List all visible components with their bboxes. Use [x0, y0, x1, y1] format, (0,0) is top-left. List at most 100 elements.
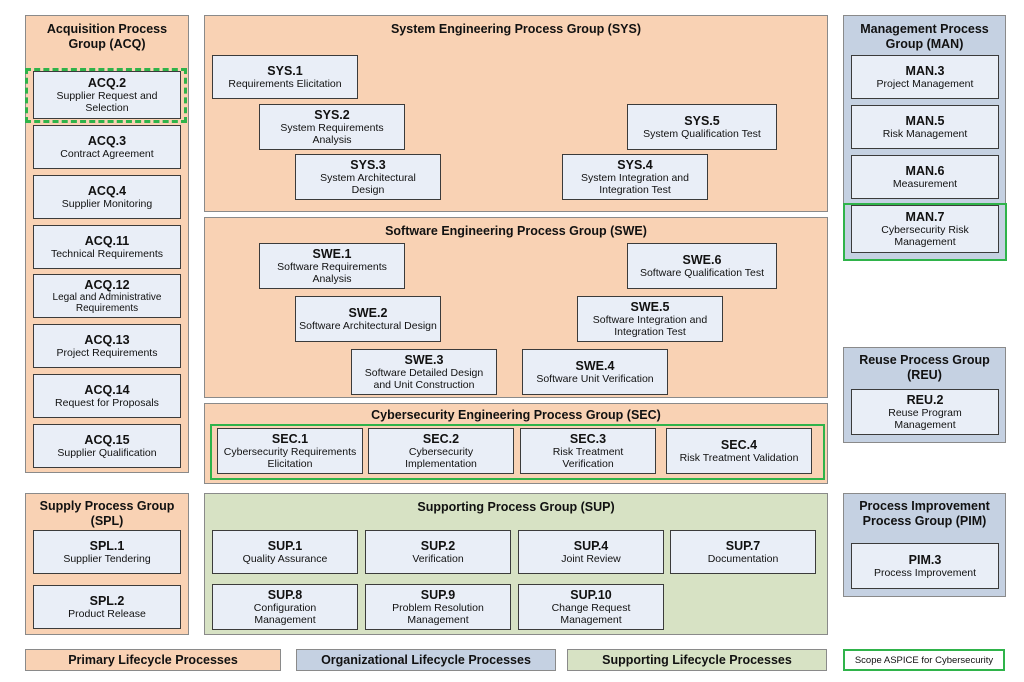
process-name: System Qualification Test	[643, 128, 761, 140]
process-name: Software Architectural Design	[299, 320, 437, 332]
process-name: Software Requirements Analysis	[277, 261, 387, 285]
process-code: MAN.6	[905, 164, 945, 178]
process-name: Supplier Qualification	[57, 447, 157, 459]
process-name: Project Management	[876, 78, 974, 90]
process-name: Configuration Management	[253, 602, 317, 626]
process-name: Software Qualification Test	[639, 267, 765, 279]
process-code: SEC.4	[720, 438, 758, 452]
process-code: SUP.1	[267, 539, 303, 553]
process-code: ACQ.3	[87, 134, 127, 148]
process-name: Project Requirements	[56, 347, 158, 359]
legend-primary: Primary Lifecycle Processes	[25, 649, 281, 671]
process-code: SEC.2	[422, 432, 460, 446]
legend-scope: Scope ASPICE for Cybersecurity	[843, 649, 1005, 671]
process-name: Supplier Monitoring	[61, 198, 153, 210]
process-code: ACQ.12	[84, 278, 130, 292]
process-name: System Integration and Integration Test	[581, 172, 689, 196]
sec-group-title: Cybersecurity Engineering Process Group …	[371, 408, 661, 422]
process-name: Software Detailed Design and Unit Constr…	[364, 367, 484, 391]
process-name: Software Integration and Integration Tes…	[592, 314, 708, 338]
process-name: Supplier Tendering	[63, 553, 151, 565]
process-code: ACQ.2	[87, 76, 127, 90]
process-name: Requirements Elicitation	[228, 78, 342, 90]
process-code: SWE.1	[312, 247, 352, 261]
process-name: Request for Proposals	[55, 397, 159, 409]
process-name: Risk Treatment Validation	[679, 452, 799, 464]
process-name: Supplier Request and Selection	[56, 90, 158, 114]
process-name: Change Request Management	[551, 602, 631, 626]
process-code: ACQ.15	[84, 433, 130, 447]
process-code: SUP.2	[420, 539, 456, 553]
process-name: Risk Management	[882, 128, 968, 140]
scope-highlight-sec	[210, 424, 825, 480]
process-code: SUP.4	[573, 539, 609, 553]
process-code: SWE.3	[404, 353, 444, 367]
process-name: Documentation	[707, 553, 779, 565]
reu-group-title: Reuse Process Group (REU)	[859, 353, 990, 382]
process-name: Measurement	[892, 178, 958, 190]
pim-group-title: Process Improvement Process Group (PIM)	[859, 499, 990, 528]
sup-group-title: Supporting Process Group (SUP)	[417, 500, 615, 514]
process-name: Legal and Administrative Requirements	[52, 292, 162, 314]
scope-highlight-man-7	[843, 203, 1007, 261]
process-code: MAN.5	[905, 114, 945, 128]
process-name: Product Release	[68, 608, 146, 620]
swe-group-title: Software Engineering Process Group (SWE)	[385, 224, 647, 238]
process-code: SEC.1	[271, 432, 309, 446]
process-name: System Requirements Analysis	[280, 122, 384, 146]
process-code: SEC.3	[569, 432, 607, 446]
process-code: SYS.3	[350, 158, 386, 172]
process-code: SYS.2	[314, 108, 350, 122]
process-name: Joint Review	[561, 553, 621, 565]
process-code: ACQ.4	[87, 184, 127, 198]
process-name: System Architectural Design	[320, 172, 416, 196]
process-code: SYS.4	[617, 158, 653, 172]
process-name: Problem Resolution Management	[392, 602, 484, 626]
process-name: Risk Treatment Verification	[552, 446, 624, 470]
process-name: Cybersecurity Requirements Elicitation	[223, 446, 357, 470]
process-code: MAN.7	[905, 210, 945, 224]
process-code: SYS.1	[267, 64, 303, 78]
acq-group-title: Acquisition Process Group (ACQ)	[46, 22, 168, 51]
process-code: REU.2	[906, 393, 944, 407]
spl-group-title: Supply Process Group (SPL)	[39, 499, 175, 528]
